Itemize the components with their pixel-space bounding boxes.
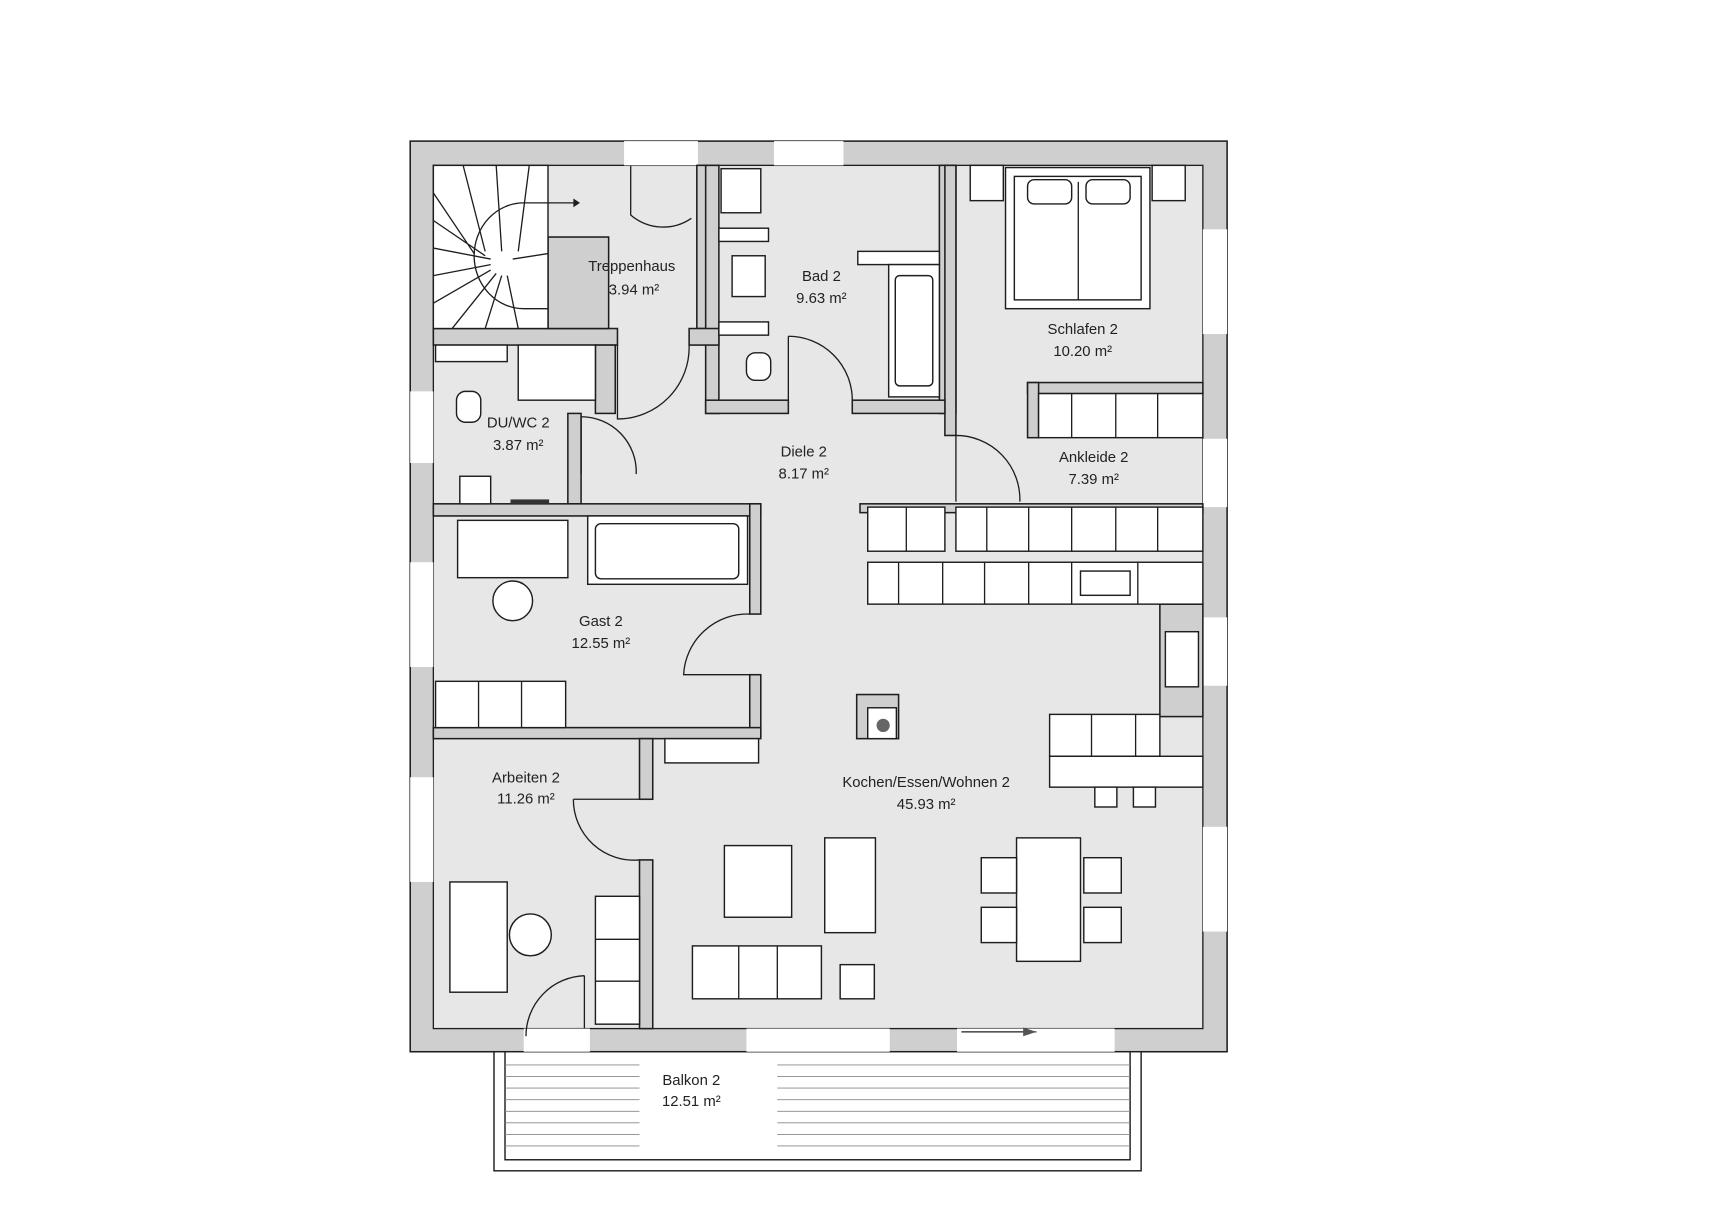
doors [525,165,1037,1037]
room-area: 11.26 m² [497,792,555,808]
guest-furniture [434,515,749,729]
living-furniture [691,837,1122,1000]
windows-right [1202,229,1228,932]
room-labels: Treppenhaus 3.94 m² Bad 2 9.63 m² Schlaf… [487,259,1129,1110]
room-name: Diele 2 [781,444,827,460]
kitchen-counters [855,506,1204,808]
room-name: Treppenhaus [588,259,675,275]
window [624,141,698,166]
room-area: 9.63 m² [796,291,846,307]
room-name: Schlafen 2 [1048,322,1118,338]
wardrobe [1037,392,1204,439]
room-name: Gast 2 [579,614,623,630]
room-area: 8.17 m² [779,466,829,482]
room-name: Bad 2 [802,269,841,285]
balcony [493,1051,1142,1172]
room-area: 12.51 m² [662,1094,721,1110]
room-area: 12.55 m² [572,636,631,652]
office-furniture [449,737,760,1025]
windows-bottom [523,1028,1115,1052]
room-name: Balkon 2 [662,1073,720,1089]
room-name: Ankleide 2 [1059,450,1128,466]
bathroom-fixtures [434,167,941,505]
windows-left [410,391,434,882]
room-area: 45.93 m² [897,797,956,813]
window [774,141,844,166]
bedroom-furniture [969,164,1204,439]
room-area: 3.87 m² [493,438,543,454]
room-name: Kochen/Essen/Wohnen 2 [842,775,1010,791]
room-area: 7.39 m² [1069,472,1119,488]
room-name: DU/WC 2 [487,416,550,432]
room-name: Arbeiten 2 [492,771,560,787]
room-area: 3.94 m² [609,282,659,298]
staircase [432,164,580,330]
room-area: 10.20 m² [1053,344,1112,360]
